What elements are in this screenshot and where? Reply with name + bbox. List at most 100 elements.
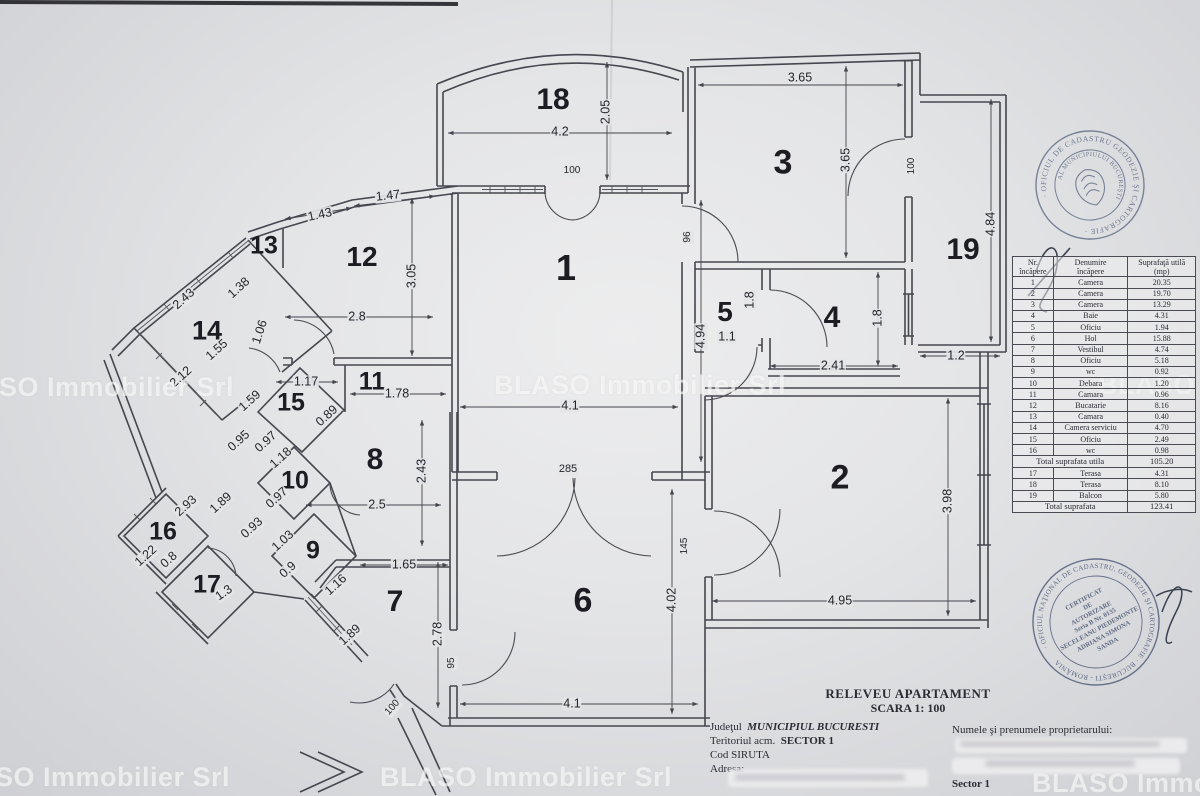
room-number: 3	[773, 143, 793, 182]
plan-title: RELEVEU APARTAMENT	[825, 686, 991, 701]
table-cell: 5	[1012, 321, 1054, 334]
dimension-label: 4.02	[664, 586, 679, 614]
stamp-top-ring-text: · OFICIUL DE CADASTRU GEODEZIE ŞI CARTOG…	[1026, 121, 1155, 250]
table-cell: 18	[1012, 478, 1054, 491]
table-cell: 8	[1012, 354, 1054, 367]
dimension-label: 1.78	[383, 386, 411, 401]
dimension-label: 2.8	[347, 309, 367, 324]
room-number: 6	[573, 581, 593, 620]
table-cell: 8.10	[1127, 478, 1196, 491]
dimension-label: 145	[678, 536, 691, 556]
table-cell: 2.49	[1127, 432, 1196, 446]
table-cell: 11	[1012, 388, 1054, 401]
dimension-label: 1.2	[946, 348, 966, 363]
table-cell: 12	[1012, 399, 1054, 412]
dimension-label: 3.65	[838, 146, 853, 174]
stamp-coat-of-arms	[1075, 169, 1106, 206]
room-number: 19	[946, 233, 980, 266]
table-cell: Oficiu	[1052, 432, 1129, 446]
room-number: 4	[823, 301, 841, 334]
room-number: 16	[149, 517, 177, 546]
room-number: 5	[717, 296, 733, 327]
table-cell: Camera serviciu	[1052, 421, 1129, 435]
table-cell: 2	[1012, 287, 1054, 300]
table-cell: Oficiu	[1052, 321, 1129, 334]
dimension-label: 2.78	[430, 620, 445, 648]
dimension-label: 95	[445, 656, 458, 670]
stamp-line: DE	[1082, 601, 1094, 612]
footer-left-column: Judeţul MUNICIPIUL BUCURESTI Teritoriul …	[710, 720, 960, 776]
dimension-label: 3.05	[404, 262, 419, 290]
redaction-smudge	[960, 741, 1160, 747]
dimension-label: 1.8	[742, 290, 757, 310]
table-cell: Camara	[1052, 388, 1129, 401]
subtotal-value: 105.20	[1127, 455, 1196, 469]
dimension-label: 4.95	[826, 593, 854, 608]
dimension-label: 1.65	[390, 557, 418, 572]
table-cell: 17	[1012, 467, 1054, 480]
table-cell: 20.35	[1127, 276, 1196, 289]
watermark: BLASO Immobilier Srl	[494, 370, 787, 400]
cod-siruta-label: Cod SIRUTA	[710, 749, 770, 761]
table-cell: 13.29	[1127, 298, 1196, 311]
watermark: BLASO Immobilier Srl	[380, 762, 673, 792]
room-number: 2	[830, 458, 850, 497]
teritoriu-value: SECTOR 1	[780, 735, 835, 747]
table-cell: 8.16	[1127, 399, 1196, 412]
table-cell: Camera	[1052, 298, 1129, 311]
dimension-label: 2.5	[367, 497, 387, 512]
total-label: Total suprafata	[1011, 500, 1129, 514]
redaction-owner-1	[955, 738, 1187, 753]
table-cell: Oficiu	[1052, 354, 1129, 367]
table-cell: wc	[1052, 444, 1129, 457]
walls	[103, 52, 1007, 796]
dimension-label: 2.41	[819, 358, 847, 373]
dimension-label: 1.47	[374, 187, 402, 204]
table-cell: 0.40	[1127, 410, 1196, 423]
table-cell: wc	[1052, 365, 1129, 379]
fold-crease	[609, 0, 613, 181]
table-header: Denumire încăpere	[1052, 255, 1129, 278]
room-number: 1	[555, 247, 577, 288]
table-cell: Debara	[1052, 377, 1129, 390]
table-cell: 7	[1012, 343, 1054, 356]
table-cell: 0.98	[1127, 444, 1196, 457]
table-cell: Balcon	[1052, 489, 1129, 502]
table-cell: Camara	[1052, 410, 1129, 423]
dimension-label: 4.84	[983, 210, 998, 238]
table-cell: 5.18	[1127, 354, 1196, 367]
room-number: 11	[358, 367, 386, 396]
watermark: BLASO Immobilier Srl	[0, 372, 235, 402]
table-cell: 0.92	[1127, 365, 1196, 379]
table-cell: 16	[1012, 444, 1054, 457]
dimension-label: 1.1	[717, 329, 737, 344]
table-cell: 4	[1012, 309, 1054, 323]
room-number: 13	[250, 231, 278, 260]
owner-label: Numele şi prenumele proprietarului:	[952, 724, 1113, 736]
room-number: 8	[366, 443, 384, 476]
room-number: 7	[386, 585, 404, 618]
plan-scale: SCARA 1: 100	[870, 701, 946, 715]
watermark: BLASO Immobilier Srl	[0, 762, 231, 792]
door-arcs	[207, 138, 906, 704]
table-cell: Bucatarie	[1052, 399, 1129, 412]
dimension-label: 2.43	[414, 457, 429, 485]
judet-label: Judeţul	[710, 721, 742, 733]
room-number: 12	[346, 241, 378, 272]
room-number: 18	[536, 83, 570, 116]
table-cell: 19.70	[1127, 287, 1196, 300]
table-cell: 9	[1012, 365, 1054, 379]
table-cell: 4.31	[1127, 309, 1196, 323]
room-number: 15	[277, 388, 305, 417]
